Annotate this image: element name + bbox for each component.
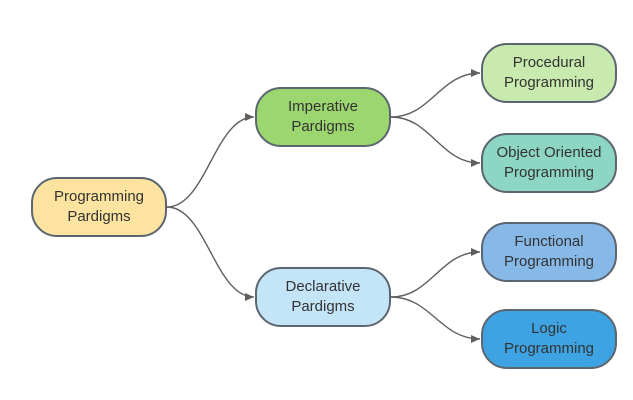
node-programming-paradigms: Programming Pardigms — [31, 177, 167, 237]
connector-arrow-root-to-imperative — [166, 113, 255, 208]
connector-arrow-imperative-to-object_oriented — [390, 116, 481, 167]
connector-arrow-root-to-declarative — [166, 206, 255, 301]
node-declarative-paradigms: Declarative Pardigms — [255, 267, 391, 327]
node-label: Functional Programming — [503, 233, 595, 270]
node-label: Procedural Programming — [503, 54, 595, 91]
node-label: Object Oriented Programming — [496, 144, 602, 181]
node-label: Programming Pardigms — [53, 188, 145, 225]
connector-arrow-declarative-to-functional — [390, 248, 481, 298]
node-procedural-programming: Procedural Programming — [481, 43, 617, 103]
node-logic-programming: Logic Programming — [481, 309, 617, 369]
node-imperative-paradigms: Imperative Pardigms — [255, 87, 391, 147]
node-object-oriented-programming: Object Oriented Programming — [481, 133, 617, 193]
node-label: Declarative Pardigms — [285, 278, 361, 315]
connector-arrow-imperative-to-procedural — [390, 69, 481, 118]
node-functional-programming: Functional Programming — [481, 222, 617, 282]
node-label: Logic Programming — [503, 320, 595, 357]
node-label: Imperative Pardigms — [287, 98, 359, 135]
connector-arrow-declarative-to-logic — [390, 296, 481, 343]
